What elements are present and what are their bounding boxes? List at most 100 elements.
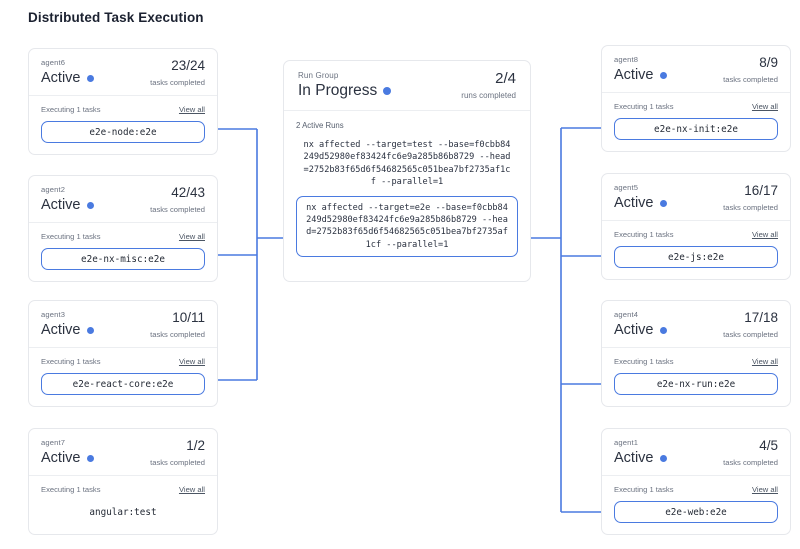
status-dot-icon [659, 199, 667, 207]
agent-card-agent4[interactable]: agent4 Active 17/18 tasks completed Exec… [601, 300, 791, 407]
agent-status-label: Active [41, 70, 81, 86]
agent-name: agent6 [41, 58, 66, 67]
agent-card-agent1[interactable]: agent1 Active 4/5 tasks completed Execut… [601, 428, 791, 535]
task-pill[interactable]: angular:test [41, 501, 205, 523]
task-pill[interactable]: e2e-node:e2e [41, 121, 205, 143]
agent-count-block: 42/43 tasks completed [150, 185, 205, 216]
status-dot-icon [86, 201, 94, 209]
agent-status-row: Active [41, 449, 205, 467]
agent-status-label: Active [41, 450, 81, 466]
agent-status-row: Active [614, 66, 778, 84]
agent-card-body: Executing 1 tasks View all e2e-js:e2e [602, 221, 790, 279]
view-all-link[interactable]: View all [751, 230, 778, 239]
agent-status-label: Active [614, 450, 654, 466]
status-dot-icon [659, 326, 667, 334]
agent-status-label: Active [41, 322, 81, 338]
agent-card-header: agent2 Active 42/43 tasks completed [29, 176, 217, 223]
agent-card-agent2[interactable]: agent2 Active 42/43 tasks completed Exec… [28, 175, 218, 282]
agent-task-count-label: tasks completed [150, 330, 205, 339]
executing-label: Executing 1 tasks [614, 485, 674, 494]
run-group-status-label: In Progress [298, 82, 378, 99]
executing-label: Executing 1 tasks [41, 485, 101, 494]
status-dot-icon [86, 74, 94, 82]
view-all-link[interactable]: View all [178, 232, 205, 241]
agent-task-count-label: tasks completed [723, 330, 778, 339]
run-group-body: 2 Active Runs nx affected --target=test … [284, 111, 530, 269]
agent-count-block: 23/24 tasks completed [150, 58, 205, 89]
agent-name: agent2 [41, 185, 66, 194]
agent-exec-row: Executing 1 tasks View all [41, 357, 205, 366]
task-pill[interactable]: e2e-react-core:e2e [41, 373, 205, 395]
run-group-header: Run Group In Progress 2/4 runs completed [284, 61, 530, 111]
agent-card-agent6[interactable]: agent6 Active 23/24 tasks completed Exec… [28, 48, 218, 155]
agent-exec-row: Executing 1 tasks View all [41, 485, 205, 494]
agent-task-count: 8/9 [759, 55, 778, 70]
agent-status-row: Active [41, 321, 205, 339]
run-group-count: 2/4 [495, 70, 516, 87]
agent-status-label: Active [614, 322, 654, 338]
run-command-highlighted[interactable]: nx affected --target=e2e --base=f0cbb842… [296, 195, 518, 258]
agent-card-header: agent1 Active 4/5 tasks completed [602, 429, 790, 476]
run-group-kicker: Run Group [298, 71, 339, 80]
agent-count-block: 16/17 tasks completed [723, 183, 778, 214]
agent-status-label: Active [614, 67, 654, 83]
status-dot-icon [659, 71, 667, 79]
agent-card-header: agent3 Active 10/11 tasks completed [29, 301, 217, 348]
view-all-link[interactable]: View all [178, 485, 205, 494]
view-all-link[interactable]: View all [751, 357, 778, 366]
agent-card-header: agent5 Active 16/17 tasks completed [602, 174, 790, 221]
agent-card-body: Executing 1 tasks View all e2e-nx-run:e2… [602, 348, 790, 406]
agent-card-body: Executing 1 tasks View all e2e-react-cor… [29, 348, 217, 406]
agent-card-agent3[interactable]: agent3 Active 10/11 tasks completed Exec… [28, 300, 218, 407]
agent-task-count-label: tasks completed [723, 75, 778, 84]
agent-status-label: Active [41, 197, 81, 213]
run-group-card[interactable]: Run Group In Progress 2/4 runs completed… [283, 60, 531, 282]
agent-card-body: Executing 1 tasks View all angular:test [29, 476, 217, 534]
agent-card-header: agent7 Active 1/2 tasks completed [29, 429, 217, 476]
agent-exec-row: Executing 1 tasks View all [41, 105, 205, 114]
task-pill[interactable]: e2e-nx-run:e2e [614, 373, 778, 395]
agent-card-header: agent4 Active 17/18 tasks completed [602, 301, 790, 348]
agent-count-block: 1/2 tasks completed [150, 438, 205, 469]
task-pill[interactable]: e2e-js:e2e [614, 246, 778, 268]
agent-task-count-label: tasks completed [723, 458, 778, 467]
agent-exec-row: Executing 1 tasks View all [614, 230, 778, 239]
agent-card-agent5[interactable]: agent5 Active 16/17 tasks completed Exec… [601, 173, 791, 280]
task-pill[interactable]: e2e-nx-misc:e2e [41, 248, 205, 270]
agent-exec-row: Executing 1 tasks View all [614, 357, 778, 366]
view-all-link[interactable]: View all [178, 105, 205, 114]
agent-card-agent7[interactable]: agent7 Active 1/2 tasks completed Execut… [28, 428, 218, 535]
executing-label: Executing 1 tasks [41, 232, 101, 241]
agent-name: agent1 [614, 438, 639, 447]
agent-task-count: 4/5 [759, 438, 778, 453]
agent-status-row: Active [614, 449, 778, 467]
agent-status-row: Active [614, 194, 778, 212]
agent-task-count-label: tasks completed [150, 78, 205, 87]
agent-exec-row: Executing 1 tasks View all [614, 102, 778, 111]
agent-count-block: 8/9 tasks completed [723, 55, 778, 86]
view-all-link[interactable]: View all [751, 102, 778, 111]
agent-card-body: Executing 1 tasks View all e2e-node:e2e [29, 96, 217, 154]
executing-label: Executing 1 tasks [41, 357, 101, 366]
task-pill[interactable]: e2e-web:e2e [614, 501, 778, 523]
run-group-count-label: runs completed [461, 91, 516, 100]
run-group-count-block: 2/4 runs completed [461, 71, 516, 102]
view-all-link[interactable]: View all [178, 357, 205, 366]
agent-count-block: 10/11 tasks completed [150, 310, 205, 341]
executing-label: Executing 1 tasks [41, 105, 101, 114]
task-pill[interactable]: e2e-nx-init:e2e [614, 118, 778, 140]
agent-card-body: Executing 1 tasks View all e2e-nx-init:e… [602, 93, 790, 151]
agent-name: agent7 [41, 438, 66, 447]
agent-status-row: Active [41, 196, 205, 214]
run-command[interactable]: nx affected --target=test --base=f0cbb84… [303, 140, 511, 188]
run-group-status-row: In Progress [298, 82, 516, 100]
agent-card-agent8[interactable]: agent8 Active 8/9 tasks completed Execut… [601, 45, 791, 152]
executing-label: Executing 1 tasks [614, 357, 674, 366]
view-all-link[interactable]: View all [751, 485, 778, 494]
page-title: Distributed Task Execution [28, 10, 204, 25]
agent-card-header: agent8 Active 8/9 tasks completed [602, 46, 790, 93]
status-dot-icon [86, 454, 94, 462]
agent-exec-row: Executing 1 tasks View all [41, 232, 205, 241]
status-dot-icon [86, 326, 94, 334]
